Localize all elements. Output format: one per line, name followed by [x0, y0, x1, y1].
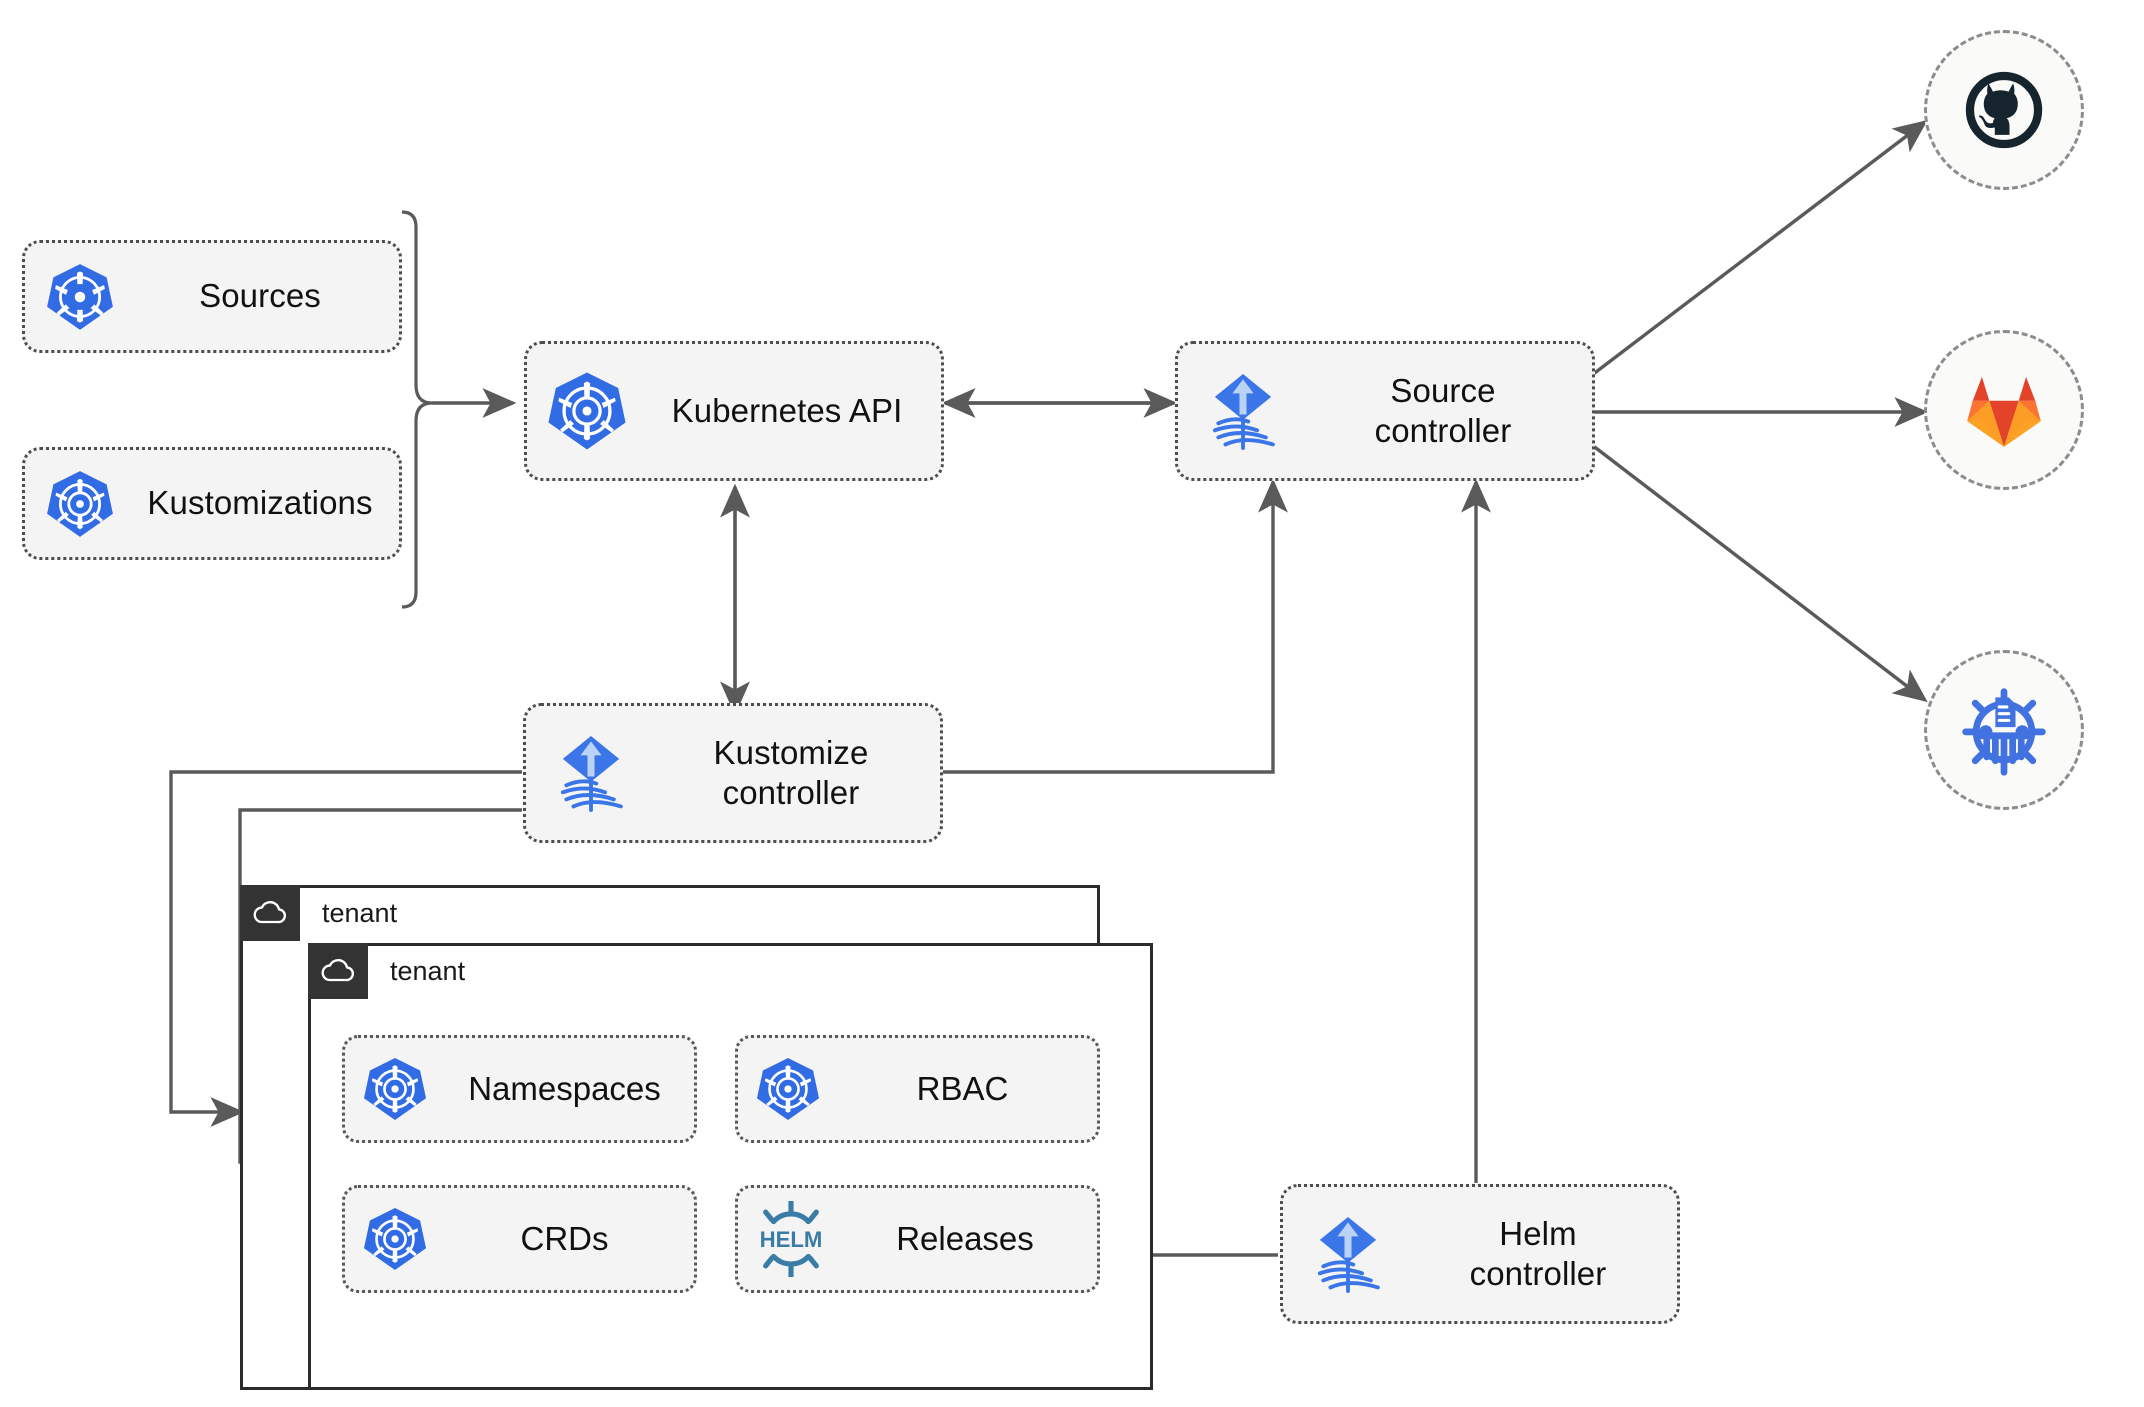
helm-repository-icon [1962, 688, 2046, 776]
flux-icon [1283, 1210, 1413, 1298]
tenant-resource-label: Namespaces [468, 1070, 661, 1107]
tenant-resource-releases[interactable]: HELM Releases [735, 1185, 1100, 1293]
flux-icon [1178, 367, 1308, 455]
tenant-resource-crds[interactable]: CRDs [342, 1185, 697, 1293]
tenant-resource-label: CRDs [520, 1220, 609, 1257]
kustomize-controller-node[interactable]: Kustomize controller [523, 703, 943, 843]
group-brace [401, 210, 433, 609]
kustomize-controller-label: Kustomize controller [713, 733, 869, 811]
kubernetes-icon [345, 1056, 445, 1122]
tenant-name: tenant [322, 897, 398, 928]
tenant-header-outer: tenant [240, 885, 1000, 941]
resource-node-kustomizations[interactable]: Kustomizations [22, 447, 402, 560]
kubernetes-api-label: Kubernetes API [671, 391, 903, 429]
kubernetes-icon [25, 262, 135, 332]
resource-node-sources[interactable]: Sources [22, 240, 402, 353]
tenant-window-inner[interactable] [308, 943, 1153, 1390]
edge-source-to-github [1590, 119, 1928, 377]
source-controller-node[interactable]: Source controller [1175, 341, 1595, 481]
edge-kustomize-to-source [942, 478, 1288, 774]
tenant-resource-rbac[interactable]: RBAC [735, 1035, 1100, 1143]
helm-controller-label: Helm controller [1469, 1214, 1607, 1292]
tenant-name: tenant [390, 955, 466, 986]
kubernetes-icon [738, 1056, 838, 1122]
edge-source-to-registry [1590, 443, 1928, 703]
helm-controller-node[interactable]: Helm controller [1280, 1184, 1680, 1324]
github-icon [1965, 71, 2043, 149]
external-source-github[interactable] [1924, 30, 2084, 190]
kubernetes-icon [25, 469, 135, 539]
resource-label: Sources [199, 277, 321, 315]
external-source-gitlab[interactable] [1924, 330, 2084, 490]
kubernetes-icon [527, 370, 647, 452]
kubernetes-api-node[interactable]: Kubernetes API [524, 341, 944, 481]
source-controller-label: Source controller [1374, 371, 1512, 449]
kubernetes-icon [345, 1206, 445, 1272]
tenant-resource-label: RBAC [916, 1070, 1009, 1107]
cloud-icon [308, 943, 368, 999]
svg-text:HELM: HELM [759, 1227, 822, 1252]
helm-icon: HELM [738, 1201, 843, 1277]
tenant-header-inner: tenant [308, 943, 1008, 999]
resource-label: Kustomizations [147, 484, 373, 522]
gitlab-icon [1967, 376, 2041, 447]
cloud-icon [240, 885, 300, 941]
tenant-resource-label: Releases [896, 1220, 1034, 1257]
tenant-resource-namespaces[interactable]: Namespaces [342, 1035, 697, 1143]
external-source-helm-registry[interactable] [1924, 650, 2084, 810]
flux-icon [526, 729, 656, 817]
